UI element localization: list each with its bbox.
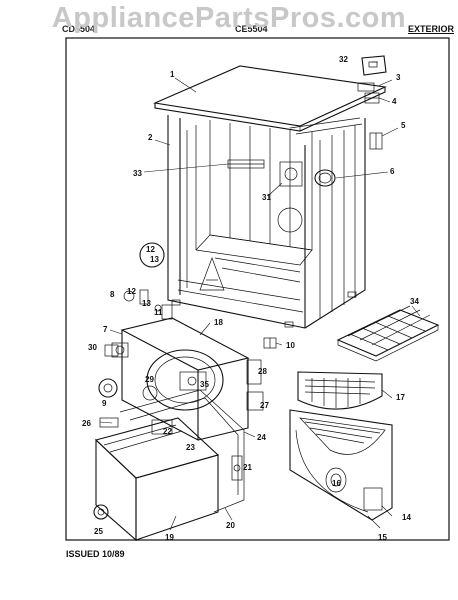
callout-16: 16 [332,479,341,488]
callout-18: 18 [214,318,223,327]
callout-32: 32 [339,55,348,64]
part-6-duct-ring [314,169,336,187]
parts-22-29 [142,385,173,435]
parts-9-30 [98,344,119,398]
callout-24: 24 [257,433,266,442]
callout-10: 10 [286,341,295,350]
leader-lines [99,61,421,531]
callout-34: 34 [410,297,419,306]
part-31-housing [279,161,303,187]
callout-35: 35 [200,380,209,389]
callout-2: 2 [148,133,153,142]
callout-6: 6 [390,167,395,176]
callout-25: 25 [94,527,103,536]
callout-12: 12 [127,287,136,296]
part-17-lint-filter [297,371,383,410]
door-part-19 [94,389,245,542]
callout-11: 11 [154,308,163,317]
part-10-switch [263,337,277,349]
part-32-plate [361,55,387,76]
parts-27-28-35-36 [179,359,264,411]
callout-15: 15 [378,533,387,542]
callout-labels: 1 2 3 4 5 6 7 8 9 10 11 12 13 14 15 16 1… [82,55,419,542]
callout-12-detail: 12 [146,245,155,254]
callout-27: 27 [260,401,269,410]
issued-date: ISSUED 10/89 [66,549,125,559]
callout-1: 1 [170,70,175,79]
callout-31: 31 [262,193,271,202]
detail-12-13 [139,242,165,268]
callout-14: 14 [402,513,411,522]
callout-30: 30 [88,343,97,352]
callout-28: 28 [258,367,267,376]
callout-13-detail: 13 [150,255,159,264]
callout-33: 33 [133,169,142,178]
header-section: EXTERIOR [408,24,455,34]
part-5-bracket [369,132,383,150]
callout-4: 4 [392,97,397,106]
callout-19: 19 [165,533,174,542]
callout-21: 21 [243,463,252,472]
callout-9: 9 [102,399,107,408]
callout-17: 17 [396,393,405,402]
part-34-rack [336,305,440,362]
header-model-code: CE5504 [235,24,268,34]
callout-5: 5 [401,121,406,130]
callout-23: 23 [186,443,195,452]
callout-8: 8 [110,290,115,299]
callout-13: 13 [142,299,151,308]
part-21-hinge [231,455,243,481]
part-33-bracket [227,159,265,169]
part-25-foot [93,504,109,520]
callout-7: 7 [103,325,108,334]
callout-29: 29 [145,375,154,384]
callout-3: 3 [396,73,401,82]
callout-26: 26 [82,419,91,428]
cabinet [167,115,366,329]
callout-22: 22 [163,427,172,436]
top-panel [153,65,387,132]
diagram-frame [65,37,450,541]
front-top-parts [123,289,173,320]
callout-20: 20 [226,521,235,530]
toe-panel-duct [289,409,393,521]
header-left-code: CD5504 [62,24,96,34]
